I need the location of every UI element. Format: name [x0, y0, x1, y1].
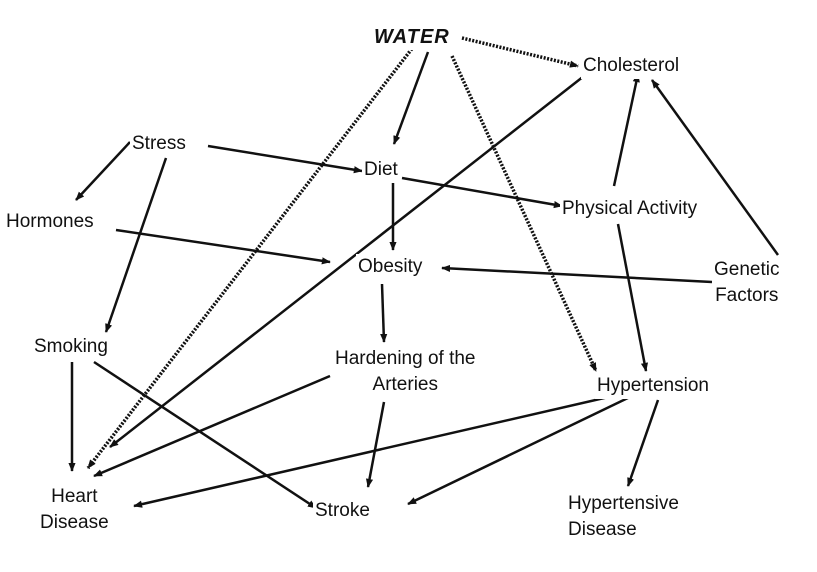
edge-stress-to-diet	[207, 144, 363, 174]
node-heart-disease-line-1: Heart	[51, 486, 98, 507]
node-stroke: Stroke	[313, 498, 372, 524]
node-diet: Diet	[362, 157, 400, 183]
edge-physical-activity-to-cholesterol	[612, 73, 640, 187]
edge-water-to-heart-disease	[86, 44, 416, 470]
edge-hypertension-to-stroke	[407, 394, 633, 506]
edge-water-to-hypertension	[450, 55, 598, 372]
node-stress: Stress	[130, 131, 188, 157]
edge-diet-to-physical-activity	[401, 176, 563, 209]
node-genetic-factors: Genetic Factors	[712, 257, 782, 309]
edge-hypertension-to-heart-disease	[133, 391, 627, 508]
node-water: WATER	[372, 24, 452, 50]
edge-genetic-factors-to-cholesterol	[650, 79, 780, 256]
node-hardening: Hardening of the Arteries	[333, 346, 478, 398]
node-hypertensive-disease-line-2: Disease	[568, 519, 637, 540]
edge-hardening-to-heart-disease	[93, 374, 331, 478]
edge-obesity-to-hardening	[380, 283, 388, 343]
edge-stress-to-hormones	[75, 141, 131, 201]
node-hypertensive-disease: Hypertensive Disease	[566, 491, 681, 543]
node-heart-disease-line-2: Disease	[40, 512, 109, 533]
node-genetic-factors-line-1: Genetic	[714, 259, 780, 280]
node-obesity: Obesity	[356, 254, 425, 280]
node-physical-activity: Physical Activity	[560, 196, 700, 222]
edge-water-to-cholesterol	[461, 36, 579, 68]
node-hypertensive-disease-line-1: Hypertensive	[568, 493, 679, 514]
node-genetic-factors-line-2: Factors	[715, 285, 779, 306]
edge-stress-to-smoking	[104, 157, 168, 333]
node-hardening-line-1: Hardening of the	[335, 348, 476, 369]
node-hardening-line-2: Arteries	[372, 374, 438, 395]
node-hypertension: Hypertension	[595, 373, 711, 399]
node-hormones: Hormones	[4, 209, 96, 235]
node-cholesterol: Cholesterol	[581, 53, 682, 79]
edge-hormones-to-obesity	[115, 228, 331, 265]
edge-hypertension-to-hypertensive-disease	[626, 399, 660, 487]
edge-physical-activity-to-hypertension	[616, 223, 649, 372]
edge-hardening-to-stroke	[365, 401, 386, 488]
node-smoking: Smoking	[32, 334, 110, 360]
node-heart-disease: Heart Disease	[38, 484, 111, 536]
edge-smoking-to-stroke	[93, 360, 317, 510]
edge-cholesterol-to-heart-disease	[109, 75, 585, 448]
edge-genetic-factors-to-obesity	[441, 264, 713, 284]
edge-water-to-diet	[392, 51, 430, 145]
